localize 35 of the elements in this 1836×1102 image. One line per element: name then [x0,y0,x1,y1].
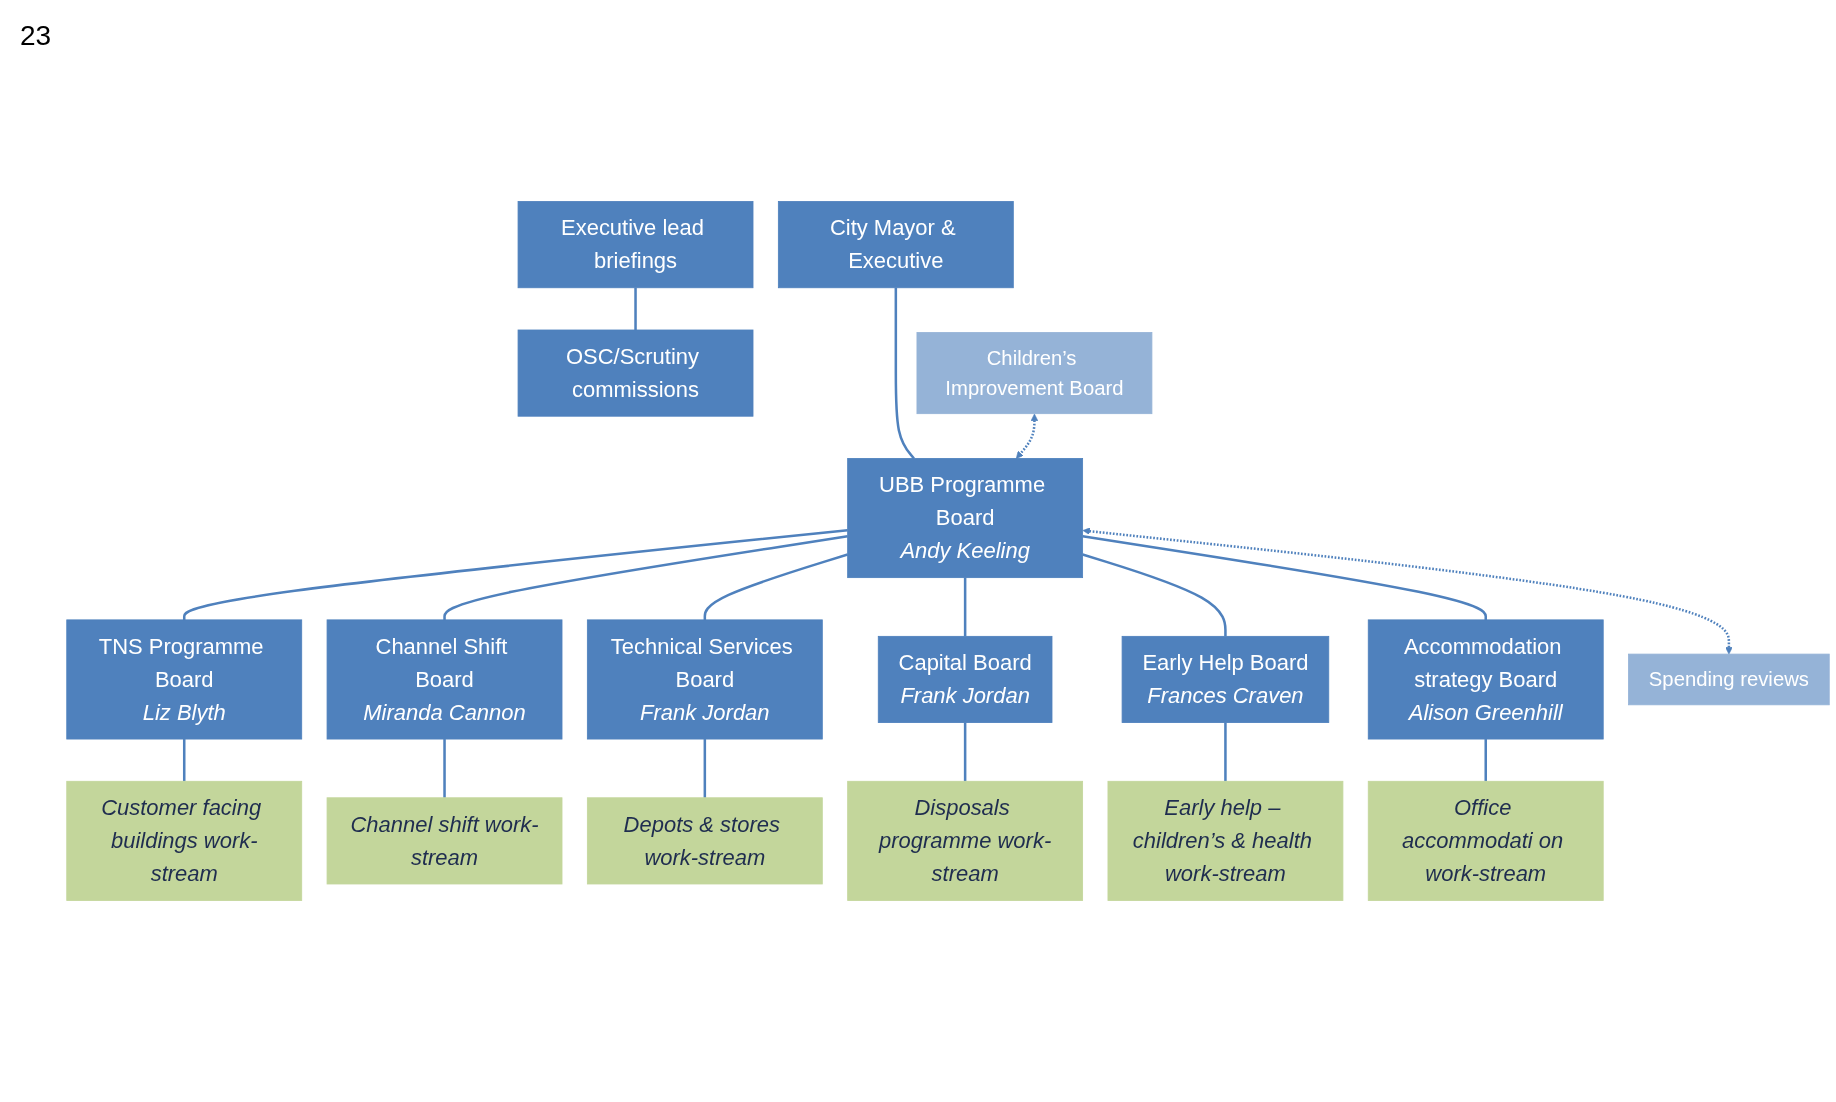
arrow [1015,413,1039,459]
connector [443,535,848,620]
page-number: 23 [20,20,52,52]
node-box: OSC/Scrutiny commissions [517,329,754,417]
connector [963,577,967,637]
node-box: Channel Shift Board Miranda Cannon [326,619,563,740]
node-box: Technical Services Board Frank Jordan [586,619,823,740]
node-box: Early help – children’s & health work-stream [1107,780,1344,901]
node-box: Disposals programme work-stream [847,780,1084,901]
connector [1082,553,1227,637]
arrow [1082,527,1733,655]
node-box: Office accommodati on work-stream [1367,780,1604,901]
connector [894,287,915,460]
node-box: Accommodation strategy Board Alison Greenhill [1367,619,1604,740]
node-box: City Mayor & Executive [777,201,1014,289]
node-box: Depots & stores work-stream [586,797,823,885]
node-box: UBB Programme Board Andy Keeling [847,458,1084,579]
node-box: Customer facing buildings work-stream [66,780,303,901]
node-box: Spending reviews [1628,653,1830,706]
node-box: Early Help Board Frances Craven [1121,635,1330,723]
connector [963,722,967,782]
node-box: Capital Board Frank Jordan [877,635,1053,723]
node-box: TNS Programme Board Liz Blyth [66,619,303,740]
connector [634,287,637,330]
connector [443,739,446,798]
connector [1224,722,1227,782]
connector [1082,535,1487,620]
node-box: Executive lead briefings [517,201,754,289]
node-box: Children’s Improvement Board [916,332,1153,415]
node-box: Channel shift work-stream [326,797,563,885]
connector [703,739,707,798]
connector [703,553,849,620]
connector [182,528,848,621]
connector [182,739,186,782]
connector [1484,739,1487,782]
